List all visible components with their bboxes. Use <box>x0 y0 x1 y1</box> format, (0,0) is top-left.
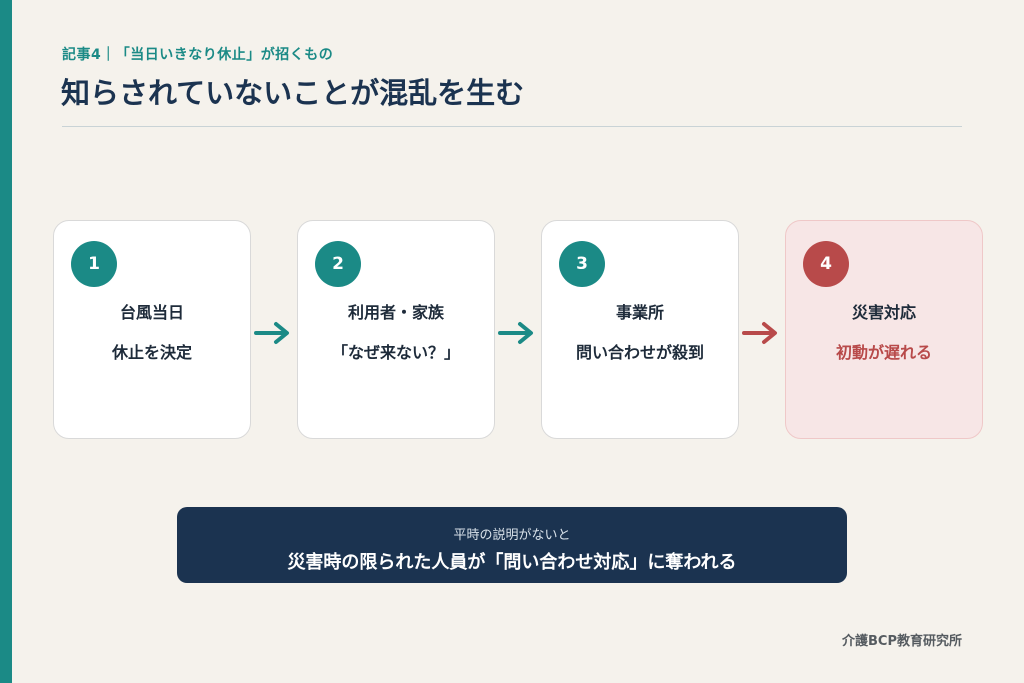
step-number-badge: 1 <box>71 241 117 287</box>
arrow-right-icon <box>254 322 289 344</box>
banner-subtext: 平時の説明がないと <box>453 528 571 543</box>
step-label: 事業所 <box>615 303 664 322</box>
step-detail: 「なぜ来ない？」 <box>331 343 460 362</box>
divider <box>62 126 962 127</box>
step-card-3: 3 事業所 問い合わせが殺到 <box>541 220 739 439</box>
page-title: 知らされていないことが混乱を生む <box>61 76 525 110</box>
conclusion-banner: 平時の説明がないと 災害時の限られた人員が「問い合わせ対応」に奪われる <box>177 507 847 583</box>
step-number-badge: 2 <box>315 241 361 287</box>
step-number-badge: 3 <box>559 241 605 287</box>
arrow-right-icon <box>498 322 533 344</box>
step-detail: 休止を決定 <box>111 343 192 362</box>
organization-credit: 介護BCP教育研究所 <box>842 634 962 649</box>
article-subtitle: 記事4｜「当日いきなり休止」が招くもの <box>62 47 334 63</box>
step-label: 災害対応 <box>851 303 916 322</box>
banner-main-text: 災害時の限られた人員が「問い合わせ対応」に奪われる <box>287 552 737 573</box>
accent-bar <box>0 0 12 683</box>
step-card-4: 4 災害対応 初動が遅れる <box>785 220 983 439</box>
step-detail: 初動が遅れる <box>835 343 932 362</box>
step-label: 台風当日 <box>119 303 184 322</box>
step-detail: 問い合わせが殺到 <box>575 343 704 362</box>
step-label: 利用者・家族 <box>347 303 444 322</box>
step-number-badge: 4 <box>803 241 849 287</box>
step-card-1: 1 台風当日 休止を決定 <box>53 220 251 439</box>
arrow-right-icon <box>742 322 777 344</box>
step-card-2: 2 利用者・家族 「なぜ来ない？」 <box>297 220 495 439</box>
